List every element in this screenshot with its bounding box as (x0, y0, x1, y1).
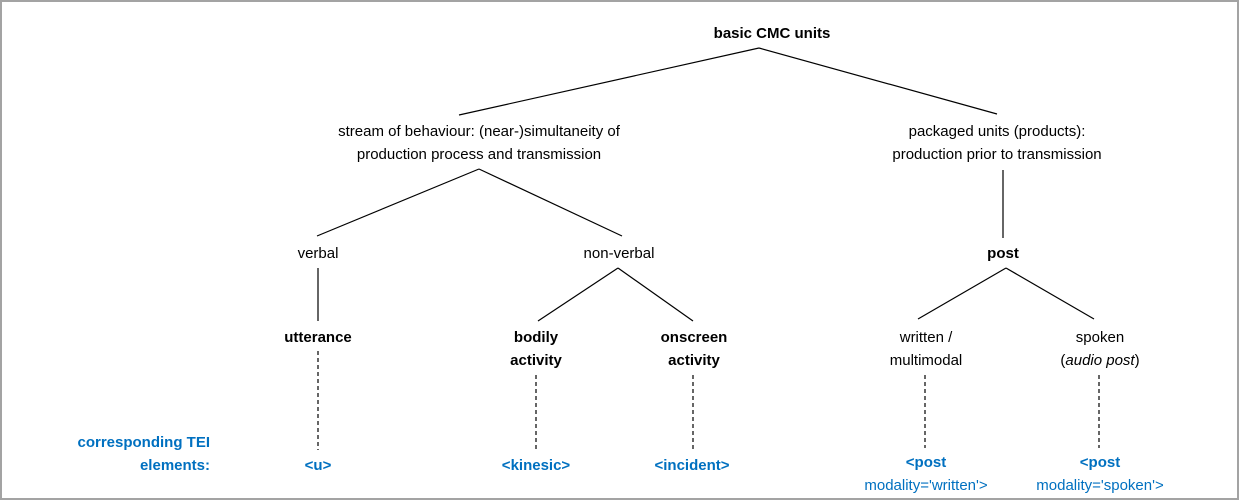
tei-element-kinesic: <kinesic> (502, 454, 570, 477)
node-stream-of-behaviour: stream of behaviour: (near-)simultaneity… (338, 120, 620, 166)
tei-element-incident: <incident> (654, 454, 729, 477)
node-packaged-line2: production prior to transmission (892, 146, 1102, 163)
node-onscreen-line1: onscreen (660, 329, 728, 346)
edge-root-stream (458, 47, 760, 116)
edge-nonverbal-onscreen (617, 267, 694, 322)
edge-stream-verbal (316, 168, 480, 237)
tei-elements-caption: corresponding TEI elements: (20, 431, 210, 477)
tei-post-written-line2: modality='written'> (864, 477, 988, 494)
node-stream-line1: stream of behaviour: (near-)simultaneity… (338, 123, 620, 140)
tei-caption-line2: elements: (139, 457, 210, 474)
node-basic-cmc-units-label: basic CMC units (713, 25, 831, 42)
tei-post-spoken-line1: <post (1079, 454, 1121, 471)
node-non-verbal-label: non-verbal (583, 245, 655, 262)
node-stream-line2: production process and transmission (356, 146, 602, 163)
node-onscreen-activity: onscreen activity (661, 326, 728, 372)
node-verbal-label: verbal (297, 245, 339, 262)
node-spoken-audio-post: spoken (audio post) (1060, 326, 1139, 372)
tei-u-label: <u> (304, 457, 332, 474)
node-verbal: verbal (298, 242, 339, 265)
node-written-line1: written / (899, 329, 953, 346)
node-packaged-units: packaged units (products): production pr… (892, 120, 1101, 166)
tei-incident-label: <incident> (654, 457, 730, 474)
edge-post-spoken (1005, 267, 1095, 320)
node-spoken-line1: spoken (1075, 329, 1125, 346)
node-spoken-line2: (audio post) (1060, 349, 1139, 372)
tei-element-u: <u> (305, 454, 332, 477)
node-utterance: utterance (284, 326, 352, 349)
spoken-paren-close: ) (1134, 352, 1140, 369)
edge-post-written (917, 267, 1007, 320)
edge-root-packaged (758, 47, 998, 115)
tei-element-post-spoken: <post modality='spoken'> (1036, 451, 1163, 497)
node-written-multimodal: written / multimodal (890, 326, 963, 372)
tei-kinesic-label: <kinesic> (501, 457, 571, 474)
node-utterance-label: utterance (284, 329, 352, 346)
node-bodily-line1: bodily (513, 329, 559, 346)
node-spoken-italic: audio post (1065, 352, 1135, 369)
node-bodily-line2: activity (510, 352, 562, 369)
edge-stream-nonverbal (478, 168, 623, 237)
tei-caption-line1: corresponding TEI (77, 434, 210, 451)
tei-post-written-line1: <post (905, 454, 947, 471)
node-written-line2: multimodal (889, 352, 963, 369)
node-packaged-line1: packaged units (products): (908, 123, 1086, 140)
node-bodily-activity: bodily activity (510, 326, 562, 372)
edge-nonverbal-bodily (537, 267, 619, 322)
tei-post-spoken-line2: modality='spoken'> (1036, 477, 1164, 494)
tei-element-post-written: <post modality='written'> (864, 451, 987, 497)
node-post-label: post (987, 245, 1019, 262)
node-non-verbal: non-verbal (584, 242, 655, 265)
node-post: post (987, 242, 1019, 265)
spoken-paren-open: ( (1060, 352, 1066, 369)
node-onscreen-line2: activity (668, 352, 720, 369)
node-basic-cmc-units: basic CMC units (714, 22, 831, 45)
